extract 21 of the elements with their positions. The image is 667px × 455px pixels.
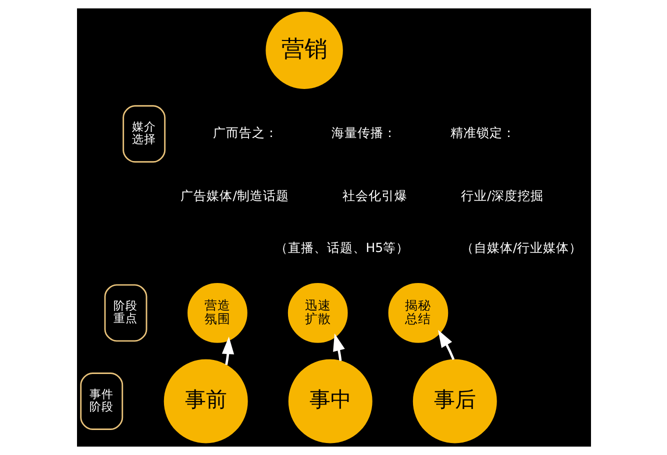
label: （直播、话题、H5等） [274,240,409,256]
node-circle: 营造氛围 [187,283,247,343]
label: 广而告之： [212,125,278,140]
node-box: 媒介选择 [122,105,166,163]
node-box: 事件阶段 [80,372,123,430]
arrow [438,330,454,360]
node-circle: 事前 [163,359,248,444]
label: 精准锁定： [450,125,515,140]
node-circle: 事后 [412,359,496,444]
node-circle: 迅速扩散 [287,283,348,343]
node-box: 阶段重点 [104,284,147,342]
label: （自媒体/行业媒体） [460,240,582,256]
label: 社会化引爆 [342,188,407,203]
node-circle: 揭秘总结 [388,283,448,343]
label: 行业/深度挖掘 [460,188,543,203]
arrow [221,336,234,366]
arrow [332,334,344,361]
node-circle: 营销 [265,12,342,89]
label: 广告媒体/制造话题 [180,188,288,203]
label: 海量传播： [331,125,396,140]
node-circle: 事中 [288,359,372,444]
